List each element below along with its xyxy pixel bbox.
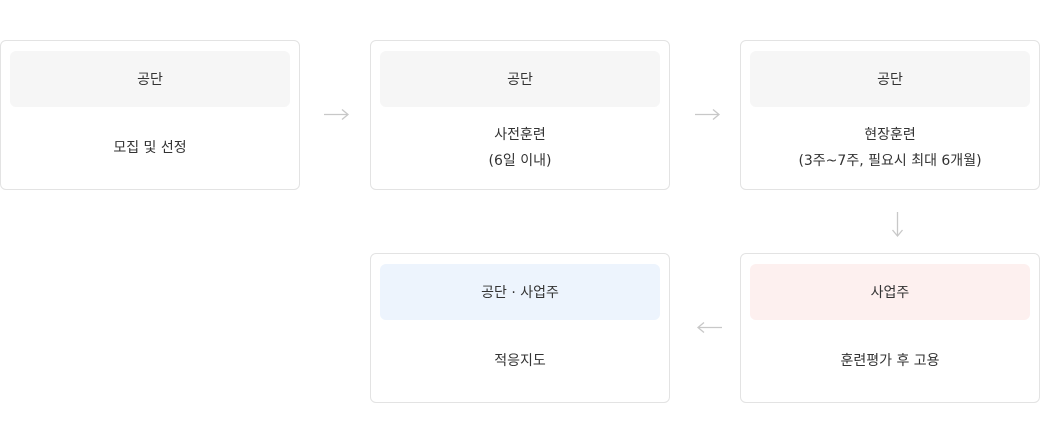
- step-text: (6일 이내): [488, 153, 552, 169]
- step-text: 현장훈련: [864, 127, 916, 143]
- step-text: 적응지도: [494, 353, 546, 369]
- step-body: 적응지도: [371, 320, 669, 402]
- step-card-field-training: 공단 현장훈련 (3주~7주, 필요시 최대 6개월): [740, 40, 1040, 190]
- step-card-adaptation-guidance: 공단 · 사업주 적응지도: [370, 253, 670, 403]
- step-text: 모집 및 선정: [113, 140, 187, 156]
- step-text: (3주~7주, 필요시 최대 6개월): [798, 153, 982, 169]
- step-body: 현장훈련 (3주~7주, 필요시 최대 6개월): [741, 107, 1039, 189]
- arrow-down-icon: [891, 211, 904, 238]
- step-body: 훈련평가 후 고용: [741, 320, 1039, 402]
- step-header: 공단: [380, 51, 660, 107]
- arrow-right-icon: [694, 108, 721, 121]
- step-text: 훈련평가 후 고용: [840, 353, 940, 369]
- step-header: 사업주: [750, 264, 1030, 320]
- step-header: 공단 · 사업주: [380, 264, 660, 320]
- step-body: 모집 및 선정: [1, 107, 299, 189]
- step-card-pre-training: 공단 사전훈련 (6일 이내): [370, 40, 670, 190]
- arrow-left-icon: [696, 321, 723, 334]
- step-card-recruitment: 공단 모집 및 선정: [0, 40, 300, 190]
- step-header: 공단: [750, 51, 1030, 107]
- step-body: 사전훈련 (6일 이내): [371, 107, 669, 189]
- arrow-right-icon: [323, 108, 350, 121]
- step-header: 공단: [10, 51, 290, 107]
- step-text: 사전훈련: [494, 127, 546, 143]
- step-card-evaluation-employment: 사업주 훈련평가 후 고용: [740, 253, 1040, 403]
